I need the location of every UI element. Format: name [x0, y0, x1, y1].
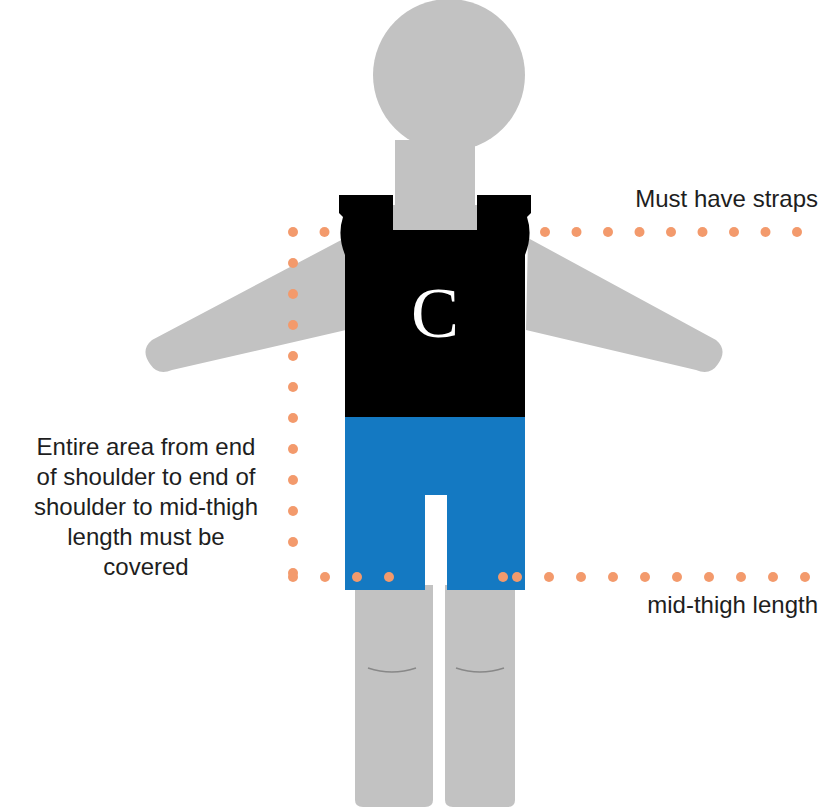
dot — [288, 475, 298, 485]
dot — [761, 227, 771, 237]
dot — [736, 572, 746, 582]
dot — [800, 572, 810, 582]
dot — [288, 537, 298, 547]
dot — [540, 227, 550, 237]
left-arm — [145, 238, 346, 372]
dot — [288, 382, 298, 392]
dot — [288, 258, 298, 268]
tank-top-outline — [339, 195, 531, 417]
dot — [320, 572, 330, 582]
dot — [288, 227, 298, 237]
dot — [544, 572, 554, 582]
dot — [635, 227, 645, 237]
dot — [608, 572, 618, 582]
dot — [384, 572, 394, 582]
dot — [672, 572, 682, 582]
dot — [572, 227, 582, 237]
dot — [729, 227, 739, 237]
dot — [288, 320, 298, 330]
dot — [288, 506, 298, 516]
annotation-label: Entire area from end of shoulder to end … — [30, 432, 262, 582]
knee-line — [456, 668, 504, 672]
left-leg — [355, 585, 433, 807]
dot — [698, 227, 708, 237]
right-leg — [445, 585, 515, 807]
knee-line — [368, 668, 416, 672]
dot — [320, 227, 330, 237]
shorts — [345, 415, 525, 590]
dot — [512, 572, 522, 582]
dot — [768, 572, 778, 582]
team-letter: C — [411, 273, 459, 353]
tank-top: C — [337, 195, 533, 417]
dot — [288, 444, 298, 454]
dot — [288, 289, 298, 299]
dot — [288, 351, 298, 361]
annotation-label: Must have straps — [500, 184, 818, 214]
dot — [603, 227, 613, 237]
dot — [666, 227, 676, 237]
dot — [704, 572, 714, 582]
dot — [352, 572, 362, 582]
annotation-label: mid-thigh length — [500, 590, 818, 620]
head — [373, 0, 525, 151]
dot — [288, 572, 298, 582]
dot — [498, 572, 508, 582]
dot — [576, 572, 586, 582]
neckline — [393, 205, 477, 230]
dot — [640, 572, 650, 582]
right-arm — [526, 238, 723, 372]
dot — [792, 227, 802, 237]
dot — [288, 413, 298, 423]
